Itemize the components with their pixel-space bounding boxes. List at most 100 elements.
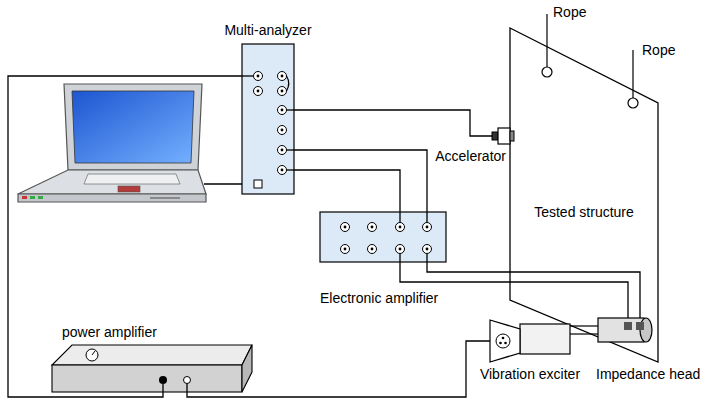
- analyzer-box-outline: [242, 44, 294, 194]
- connector-pin: [499, 342, 502, 345]
- tested-structure-outline: [510, 28, 658, 362]
- sensor-body: [498, 128, 510, 144]
- signal-cable: [294, 110, 492, 136]
- lead: [186, 384, 187, 393]
- amplifier-box-shape: [320, 212, 446, 262]
- jumper: [287, 76, 289, 91]
- laptop-lid: [64, 84, 202, 170]
- exciter-body: [520, 324, 570, 354]
- accelerometer: Accelerator: [420, 124, 516, 168]
- socket: [341, 223, 350, 232]
- socket: [254, 87, 263, 96]
- tested-structure: Tested structure: [510, 28, 658, 362]
- socket: [278, 87, 287, 96]
- usb-port: [254, 180, 262, 188]
- power-amplifier-outline: [52, 345, 252, 392]
- tested-structure-shape: [510, 28, 658, 362]
- connector-pin: [504, 342, 507, 345]
- laptop-touchpad: [118, 186, 140, 192]
- vibration-exciter-shape: [490, 320, 570, 362]
- socket: [423, 223, 432, 232]
- socket-pin: [281, 90, 284, 93]
- rope-eye: [542, 67, 552, 77]
- impedance-head-shape: [598, 318, 652, 342]
- socket: [278, 146, 287, 155]
- amplifier-box-drawing: [320, 212, 446, 262]
- amplifier-panel: [320, 212, 446, 262]
- analyzer-box: Multi-analyzer: [200, 20, 336, 196]
- analyzer-box-drawing: [242, 44, 294, 194]
- socket-pin: [426, 226, 429, 229]
- socket-pin: [399, 226, 402, 229]
- socket-pin: [281, 75, 284, 78]
- socket-pin: [426, 248, 429, 251]
- sensor-base: [510, 131, 514, 141]
- accelerometer-outline: [492, 128, 514, 144]
- rope-eye: [628, 98, 638, 108]
- socket-pin: [257, 75, 260, 78]
- laptop-screen: [72, 91, 194, 163]
- rope: [628, 50, 638, 108]
- node-label: Multi-analyzer: [224, 22, 311, 38]
- socket-pin: [281, 109, 284, 112]
- amplifier-side: [242, 345, 252, 392]
- tested-structure-drawing: [510, 28, 658, 362]
- head-plug: [624, 322, 632, 330]
- socket: [423, 245, 432, 254]
- socket: [278, 106, 287, 115]
- socket-pin: [257, 90, 260, 93]
- socket: [368, 245, 377, 254]
- lead: [426, 212, 427, 223]
- node-label: Accelerator: [435, 148, 506, 164]
- laptop-light: [38, 196, 43, 199]
- impedance-head: Impedance head: [590, 314, 708, 386]
- vibration-exciter-outline: [490, 320, 570, 362]
- connector-pin: [502, 337, 505, 340]
- socket: [368, 223, 377, 232]
- head-plug: [636, 322, 644, 330]
- socket: [278, 166, 287, 175]
- socket: [278, 72, 287, 81]
- lead: [242, 75, 254, 76]
- laptop-light: [30, 196, 35, 199]
- socket-pin: [281, 149, 284, 152]
- node-label: power amplifier: [62, 324, 157, 340]
- lead: [399, 212, 400, 223]
- analyzer-box-shape: [242, 44, 294, 194]
- socket-pin: [281, 169, 284, 172]
- accelerometer-shape: [492, 128, 514, 144]
- socket: [396, 245, 405, 254]
- socket: [341, 245, 350, 254]
- structure-plate: [510, 28, 658, 362]
- lead: [399, 254, 400, 263]
- signal-cable: [294, 170, 400, 212]
- amplifier-box-outline: [320, 212, 446, 262]
- accelerometer-drawing: [492, 128, 514, 144]
- node-label: Tested structure: [534, 204, 634, 220]
- sensor-plug: [492, 132, 498, 140]
- power-amplifier: power amplifier: [50, 322, 254, 394]
- socket: [254, 72, 263, 81]
- vibration-exciter-drawing: [490, 320, 570, 362]
- lead: [287, 109, 295, 110]
- lead: [162, 384, 163, 392]
- node-label: Vibration exciter: [480, 366, 580, 382]
- laptop-front: [18, 194, 206, 202]
- power-amplifier-drawing: [52, 345, 252, 392]
- socket: [396, 223, 405, 232]
- laptop: [18, 84, 206, 202]
- lead: [287, 149, 295, 150]
- laptop-slot: [150, 197, 180, 199]
- amplifier-box: Electronic amplifier: [318, 210, 468, 310]
- rope-label: Rope: [553, 4, 586, 20]
- socket-pin: [371, 226, 374, 229]
- laptop-keyboard: [84, 174, 180, 184]
- rope-line: [546, 14, 547, 67]
- socket-pin: [281, 129, 284, 132]
- gain-dial: [86, 349, 98, 361]
- exciter-head: [490, 320, 520, 362]
- laptop-base: [18, 170, 206, 194]
- amplifier-top: [52, 345, 252, 365]
